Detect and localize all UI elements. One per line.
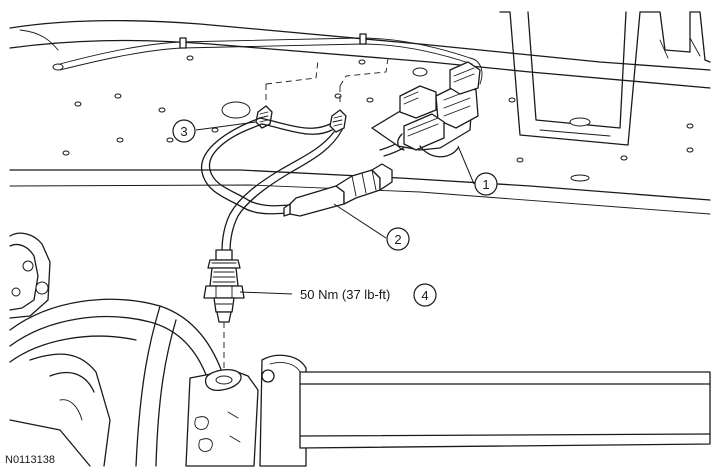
callout-3-number: 3: [180, 124, 187, 139]
rail-holes: [52, 55, 694, 182]
connector-bracket: [371, 61, 481, 158]
callout-leaders: [195, 121, 475, 295]
chassis-lines: [19, 29, 483, 85]
torque-spec-label: 50 Nm (37 lb-ft): [300, 287, 390, 302]
harness-clips: [255, 105, 347, 133]
callout-1-number: 1: [482, 177, 489, 192]
callout-2-number: 2: [394, 232, 401, 247]
harness-clip-routing: [265, 57, 389, 106]
callout-4: 4: [413, 283, 437, 307]
exhaust-pipe: [185, 354, 711, 467]
figure-id: N0113138: [5, 454, 55, 466]
frame-rail: [9, 19, 711, 215]
callout-2: 2: [386, 227, 410, 251]
transmission-housing: [9, 232, 223, 467]
sensor-connector: [283, 163, 393, 217]
callout-1: 1: [474, 172, 498, 196]
callout-4-number: 4: [421, 288, 428, 303]
callout-3: 3: [172, 119, 196, 143]
oxygen-sensor: [203, 249, 245, 370]
crossmember: [499, 11, 711, 146]
